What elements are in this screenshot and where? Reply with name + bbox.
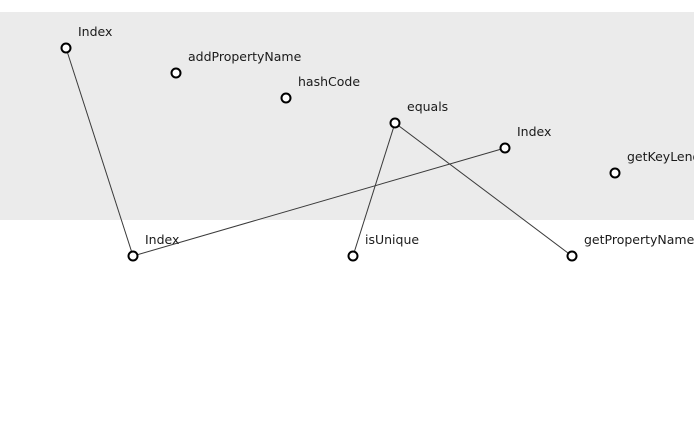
edge-t5-b1 xyxy=(132,147,506,257)
node-label: Index xyxy=(145,232,179,247)
edge-layer xyxy=(65,47,573,257)
node-circle[interactable] xyxy=(60,42,72,54)
bottom_row-node-1[interactable]: Index xyxy=(127,232,180,262)
node-circle[interactable] xyxy=(609,167,621,179)
bottom_row-node-3[interactable]: getPropertyNames xyxy=(566,232,694,262)
node-circle[interactable] xyxy=(389,117,401,129)
edge-t1-b1 xyxy=(65,47,134,257)
bottom_row-node-2[interactable]: isUnique xyxy=(347,232,420,262)
top_row-node-2[interactable]: addPropertyName xyxy=(170,49,302,79)
node-label: equals xyxy=(407,99,448,114)
node-circle[interactable] xyxy=(566,250,578,262)
node-label: isUnique xyxy=(365,232,419,247)
edge-t4-b3 xyxy=(394,122,573,257)
top_row-node-4[interactable]: equals xyxy=(389,99,449,129)
node-circle[interactable] xyxy=(347,250,359,262)
node-label: Index xyxy=(78,24,112,39)
node-label: addPropertyName xyxy=(188,49,302,64)
top_row-node-5[interactable]: Index xyxy=(499,124,552,154)
node-label: Index xyxy=(517,124,551,139)
top_row-node-3[interactable]: hashCode xyxy=(280,74,361,104)
node-circle[interactable] xyxy=(170,67,182,79)
edge-t4-b2 xyxy=(352,122,396,257)
node-label: getKeyLength xyxy=(627,149,694,164)
node-circle[interactable] xyxy=(499,142,511,154)
node-circle[interactable] xyxy=(280,92,292,104)
top-row-band xyxy=(0,12,694,220)
node-circle[interactable] xyxy=(127,250,139,262)
node-label: getPropertyNames xyxy=(584,232,694,247)
top_row-node-1[interactable]: Index xyxy=(60,24,113,54)
top_row-node-6[interactable]: getKeyLength xyxy=(609,149,694,179)
node-label: hashCode xyxy=(298,74,360,89)
node-layer: IndexaddPropertyNamehashCodeequalsIndexg… xyxy=(60,24,694,262)
